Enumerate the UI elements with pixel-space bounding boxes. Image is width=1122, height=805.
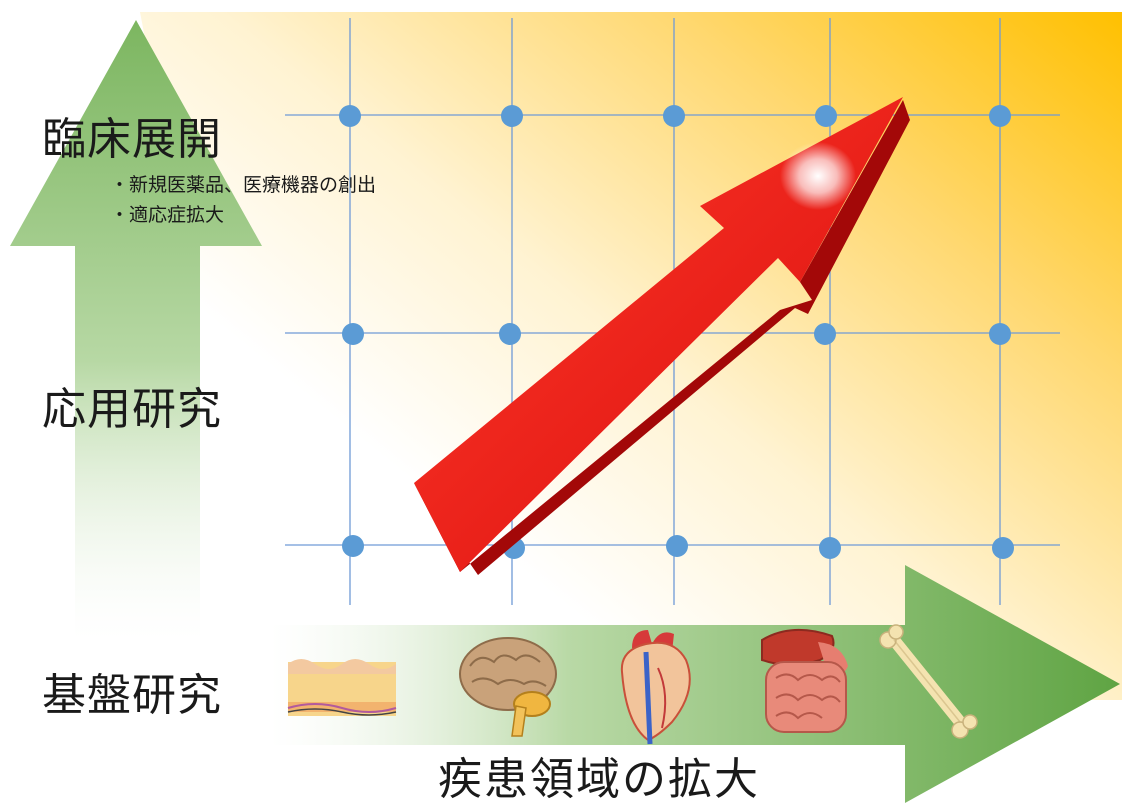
x-axis-label: 疾患領域の拡大 (438, 754, 760, 805)
clinical-bullet-2: ・適応症拡大 (110, 204, 225, 226)
grid-dot (499, 323, 521, 345)
digestive-organs-icon (761, 628, 848, 733)
grid-dot (989, 323, 1011, 345)
vertical-axis-arrow (10, 20, 262, 640)
basic-research-label: 基盤研究 (42, 670, 222, 721)
grid-dots (339, 105, 1014, 559)
growth-arrow (414, 97, 910, 575)
growth-arrow-highlight (780, 142, 856, 210)
grid-dot (666, 535, 688, 557)
bone-icon (879, 624, 978, 739)
grid-dot (815, 105, 837, 127)
grid-dot (814, 323, 836, 345)
brain-icon (459, 637, 557, 737)
grid-dot (819, 537, 841, 559)
grid-dot (501, 105, 523, 127)
grid-dot (989, 105, 1011, 127)
grid-dot (663, 105, 685, 127)
horizontal-axis-arrow (270, 565, 1120, 803)
heart-icon (620, 630, 691, 745)
clinical-label: 臨床展開 (42, 114, 222, 165)
clinical-bullet-1: ・新規医薬品、医療機器の創出 (110, 174, 377, 196)
grid-dot (339, 105, 361, 127)
applied-research-label: 応用研究 (42, 384, 222, 435)
grid-dot (342, 535, 364, 557)
grid-dot (342, 323, 364, 345)
grid-dot (992, 537, 1014, 559)
skin-icon (287, 659, 397, 716)
growth-arrow-body (414, 97, 903, 572)
